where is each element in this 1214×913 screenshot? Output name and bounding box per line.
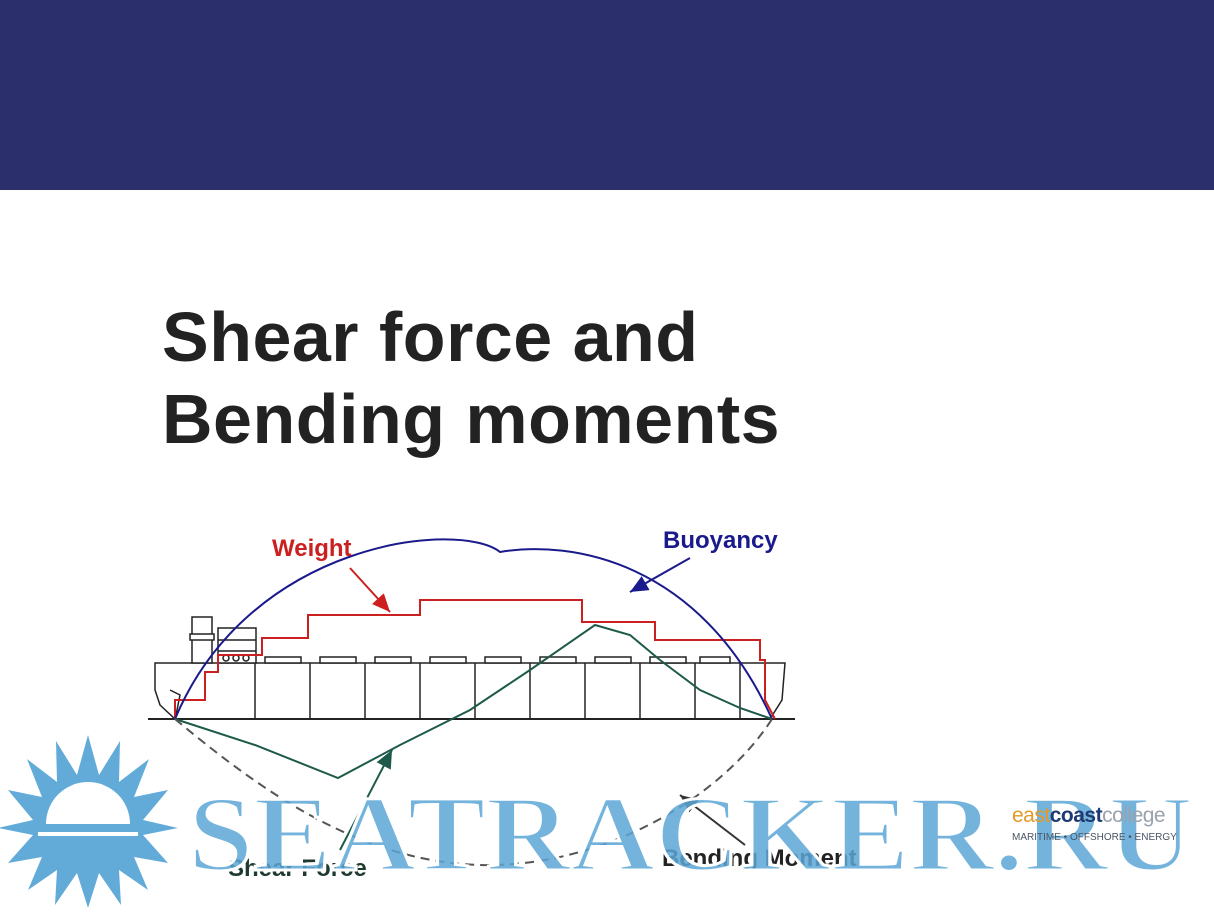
slide-title-line-1: Shear force and	[162, 298, 699, 376]
bending-moment-curve	[174, 718, 773, 867]
watermark-text: SEATRACKER.RU	[188, 775, 1193, 894]
slide-title: Shear force and Bending moments	[162, 296, 962, 460]
bending-moment-label: Bending Moment	[662, 845, 857, 872]
logo-tagline: MARITIME • OFFSHORE • ENERGY	[1012, 832, 1177, 843]
logo-wordmark: eastcoastcollege	[1012, 804, 1166, 827]
weight-arrow	[349, 567, 391, 613]
shear-force-curve	[174, 623, 773, 780]
shear-force-label: Shear Force	[228, 855, 367, 882]
shear-force-arrow	[339, 749, 393, 851]
buoyancy-curve	[174, 538, 773, 720]
ship-hull	[148, 616, 795, 720]
buoyancy-label: Buoyancy	[663, 527, 778, 554]
sun-icon	[0, 735, 178, 908]
header-band	[0, 0, 1214, 190]
bending-moment-arrow	[679, 794, 746, 846]
slide-title-line-2: Bending moments	[162, 380, 781, 458]
weight-label: Weight	[272, 535, 352, 562]
weight-curve	[174, 599, 776, 720]
buoyancy-arrow	[629, 557, 691, 593]
college-logo: eastcoastcollege MARITIME • OFFSHORE • E…	[1008, 800, 1208, 860]
